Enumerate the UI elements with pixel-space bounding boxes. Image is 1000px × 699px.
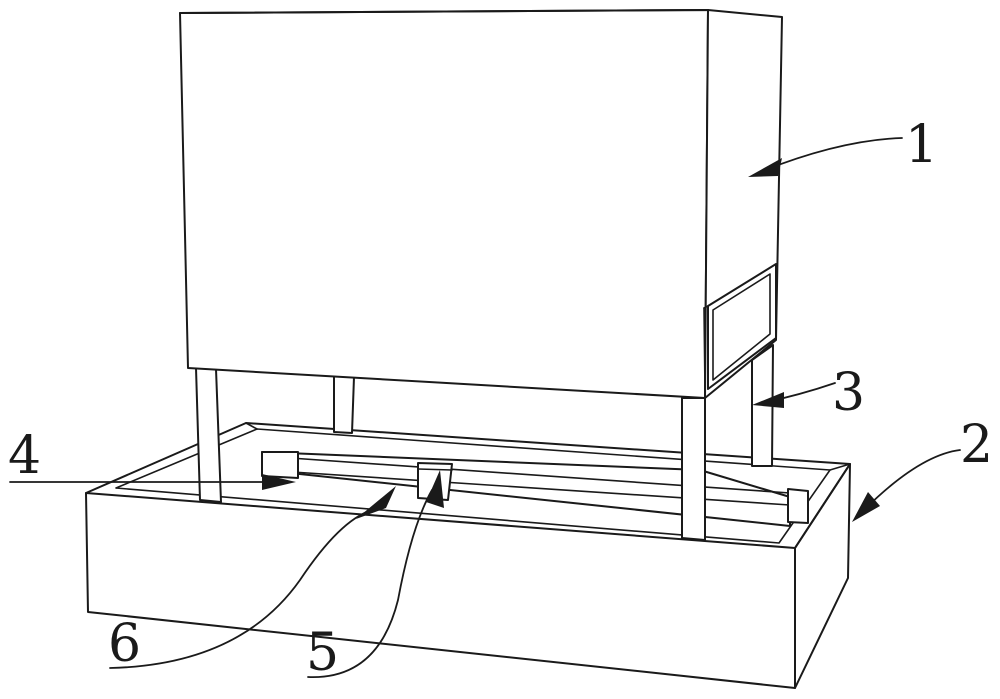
leader-6: [109, 509, 373, 669]
side-panel: [707, 263, 777, 390]
leader-5: [307, 489, 433, 678]
leader-2: [865, 449, 961, 509]
arrowhead-4: [262, 474, 296, 490]
arrowhead-1: [748, 158, 782, 177]
cabinet: [179, 9, 783, 399]
callout-6: 6: [108, 614, 141, 674]
callout-5: 5: [306, 623, 339, 683]
rail-right-block: [787, 488, 809, 524]
arrowhead-6: [356, 486, 396, 519]
arrowhead-3: [752, 392, 784, 408]
callout-labels: 1 2 3 4 5 6: [8, 115, 993, 683]
callout-1: 1: [905, 115, 938, 175]
arrowhead-5: [426, 470, 444, 508]
callout-2: 2: [960, 415, 993, 475]
cabinet-front-face: [179, 9, 709, 399]
leg-back-left: [333, 375, 355, 434]
callout-4: 4: [8, 426, 41, 486]
base-top-rim: [85, 422, 851, 549]
callout-3: 3: [832, 363, 865, 423]
leg-front-right: [681, 397, 706, 541]
arrowhead-2: [852, 492, 880, 522]
leader-lines: [9, 137, 961, 678]
leader-1: [759, 137, 903, 173]
rail-left-block: [261, 451, 299, 479]
